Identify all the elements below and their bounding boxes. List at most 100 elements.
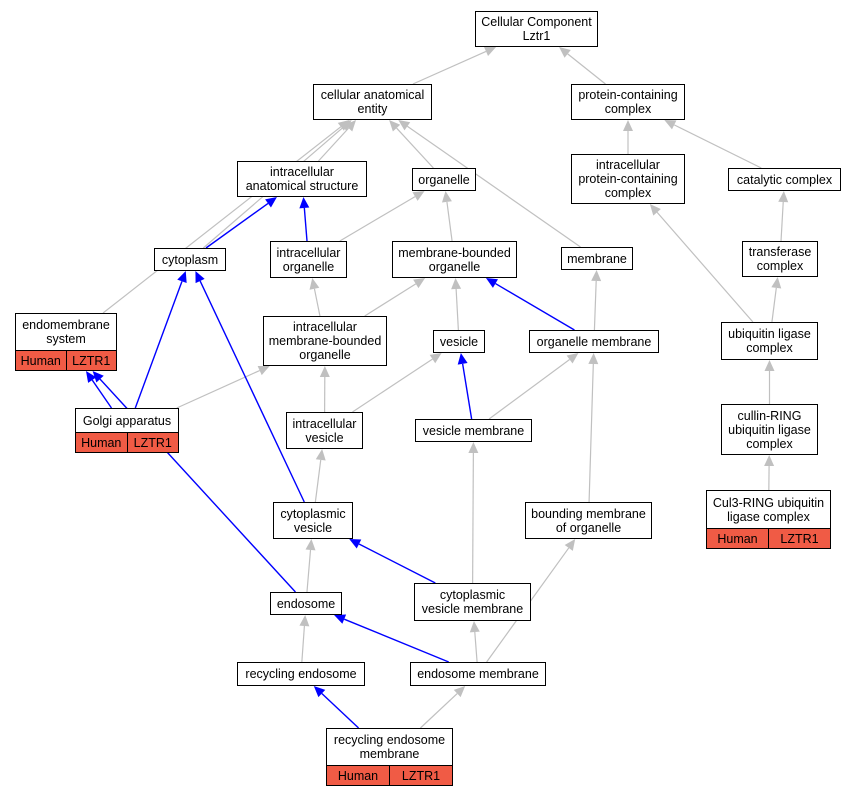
node-label: intracellular protein-containing complex xyxy=(578,158,678,200)
node-intracellular-protein-containing-complex[interactable]: intracellular protein-containing complex xyxy=(571,154,685,204)
edge-is-a xyxy=(407,125,581,248)
node-intracellular-organelle[interactable]: intracellular organelle xyxy=(270,241,347,278)
edge-is-a xyxy=(656,211,754,323)
arrowhead-icon xyxy=(664,120,677,130)
node-label: endosome membrane xyxy=(417,667,539,681)
node-ubiquitin-ligase-complex[interactable]: ubiquitin ligase complex xyxy=(721,322,818,360)
arrowhead-icon xyxy=(559,47,571,58)
node-recycling-endosome-membrane[interactable]: recycling endosome membrane Human LZTR1 xyxy=(326,728,453,786)
edge-is-a xyxy=(396,127,434,169)
node-organelle-membrane[interactable]: organelle membrane xyxy=(529,330,659,353)
node-label: organelle xyxy=(418,172,470,187)
node-label: protein-containing complex xyxy=(578,88,678,116)
edge-is-a xyxy=(474,631,478,663)
arrowhead-icon xyxy=(265,197,277,208)
arrowhead-icon xyxy=(469,621,480,633)
node-label: cytoplasmic vesicle membrane xyxy=(421,588,524,616)
node-protein-containing-complex[interactable]: protein-containing complex xyxy=(571,84,685,120)
node-label: intracellular membrane-bounded organelle xyxy=(268,320,382,362)
arrowhead-icon xyxy=(429,353,442,364)
node-endosome-membrane[interactable]: endosome membrane xyxy=(410,662,546,686)
node-recycling-endosome[interactable]: recycling endosome xyxy=(237,662,365,686)
edge-part-of xyxy=(358,543,436,584)
arrowhead-icon xyxy=(337,120,350,131)
arrowhead-icon xyxy=(313,686,326,698)
node-label: transferase complex xyxy=(748,245,812,273)
node-label: cytoplasmic vesicle xyxy=(280,506,346,535)
species-cell: Human xyxy=(20,353,61,368)
node-label: Cellular Component Lztr1 xyxy=(481,15,592,43)
arrowhead-icon xyxy=(778,191,789,203)
node-cytoplasmic-vesicle[interactable]: cytoplasmic vesicle xyxy=(273,502,353,539)
annotation-row: Human LZTR1 xyxy=(327,765,452,785)
node-label: membrane-bounded organelle xyxy=(398,245,511,274)
node-endosome[interactable]: endosome xyxy=(270,592,342,615)
edge-is-a xyxy=(339,196,416,242)
node-cullin-ring-ubiquitin-ligase-complex[interactable]: cullin-RING ubiquitin ligase complex xyxy=(721,404,818,455)
node-label: cellular anatomical entity xyxy=(320,88,425,116)
node-membrane[interactable]: membrane xyxy=(561,247,633,270)
node-golgi-apparatus[interactable]: Golgi apparatus Human LZTR1 xyxy=(75,408,179,453)
edge-is-a xyxy=(314,459,322,503)
arrowhead-icon xyxy=(457,353,468,365)
node-organelle[interactable]: organelle xyxy=(412,168,476,191)
arrowhead-icon xyxy=(85,371,97,383)
arrowhead-icon xyxy=(566,353,579,364)
node-label: intracellular anatomical structure xyxy=(245,165,359,193)
arrowhead-icon xyxy=(334,614,347,624)
edge-part-of xyxy=(321,693,360,729)
arrowhead-icon xyxy=(344,120,357,132)
arrowhead-icon xyxy=(349,539,362,549)
node-cellular-anatomical-entity[interactable]: cellular anatomical entity xyxy=(313,84,432,120)
arrowhead-icon xyxy=(441,191,452,203)
arrowhead-icon xyxy=(299,197,310,209)
node-label: recycling endosome membrane xyxy=(333,733,446,761)
edge-is-a xyxy=(455,288,459,331)
arrowhead-icon xyxy=(257,365,270,376)
species-cell: Human xyxy=(81,435,122,450)
node-intracellular-anatomical-structure[interactable]: intracellular anatomical structure xyxy=(237,161,367,197)
arrowhead-icon xyxy=(413,278,426,289)
edge-part-of xyxy=(343,618,449,663)
node-cellular-component-lztr1[interactable]: Cellular Component Lztr1 xyxy=(475,11,598,47)
edge-is-a xyxy=(301,625,306,663)
arrowhead-icon xyxy=(485,278,498,288)
node-label: membrane xyxy=(567,251,627,266)
node-label: bounding membrane of organelle xyxy=(531,506,646,535)
node-cul3-ring-ubiquitin-ligase-complex[interactable]: Cul3-RING ubiquitin ligase complex Human… xyxy=(706,490,831,549)
node-cytoplasm[interactable]: cytoplasm xyxy=(154,248,226,271)
node-label: organelle membrane xyxy=(536,334,652,349)
edge-part-of xyxy=(205,202,269,249)
gene-cell: LZTR1 xyxy=(126,433,179,452)
arrowhead-icon xyxy=(315,449,326,461)
arrowhead-icon xyxy=(453,686,466,698)
node-vesicle[interactable]: vesicle xyxy=(433,330,485,353)
node-label: cytoplasm xyxy=(161,252,219,267)
node-vesicle-membrane[interactable]: vesicle membrane xyxy=(415,419,532,442)
edge-part-of xyxy=(134,281,183,409)
node-endomembrane-system[interactable]: endomembrane system Human LZTR1 xyxy=(15,313,117,371)
arrowhead-icon xyxy=(92,371,104,383)
edge-is-a xyxy=(588,363,594,503)
node-intracellular-vesicle[interactable]: intracellular vesicle xyxy=(286,412,363,449)
arrowhead-icon xyxy=(623,120,633,131)
node-catalytic-complex[interactable]: catalytic complex xyxy=(728,168,841,191)
annotation-row: Human LZTR1 xyxy=(76,432,178,452)
arrowhead-icon xyxy=(468,442,479,454)
arrowhead-icon xyxy=(771,277,782,289)
node-label: endosome xyxy=(276,596,336,611)
edge-is-a xyxy=(102,126,342,314)
node-bounding-membrane-of-organelle[interactable]: bounding membrane of organelle xyxy=(525,502,652,539)
node-label: Golgi apparatus xyxy=(82,413,172,428)
edge-part-of xyxy=(461,363,473,420)
edge-is-a xyxy=(673,124,762,169)
node-membrane-bounded-organelle[interactable]: membrane-bounded organelle xyxy=(392,241,517,278)
node-cytoplasmic-vesicle-membrane[interactable]: cytoplasmic vesicle membrane xyxy=(414,583,531,621)
node-intracellular-membrane-bounded-organelle[interactable]: intracellular membrane-bounded organelle xyxy=(263,316,387,366)
node-transferase-complex[interactable]: transferase complex xyxy=(742,241,818,277)
edge-part-of xyxy=(303,207,308,242)
node-label: cullin-RING ubiquitin ligase complex xyxy=(728,408,811,451)
node-label: intracellular organelle xyxy=(276,245,341,274)
